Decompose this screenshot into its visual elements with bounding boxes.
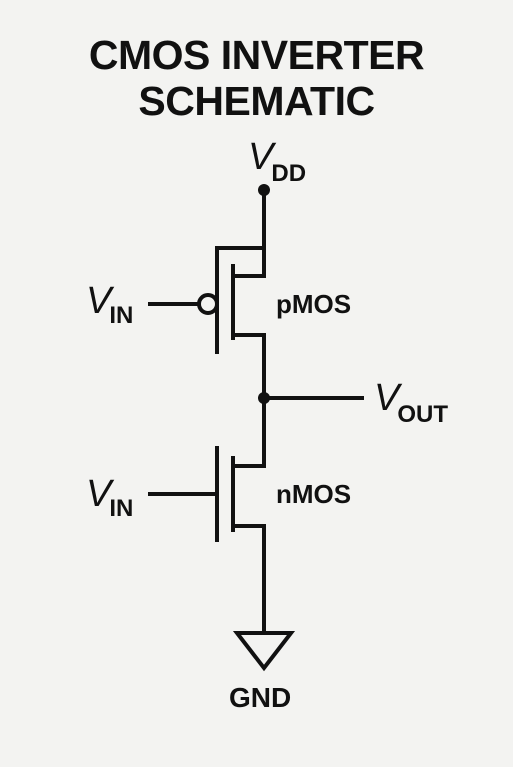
vin-top-label: VIN xyxy=(86,280,134,329)
vin-bottom-label: VIN xyxy=(86,473,134,522)
vdd-label: VDD xyxy=(248,136,307,187)
pmos-label: pMOS xyxy=(276,289,352,319)
gnd-label: GND xyxy=(229,682,292,713)
ground-symbol xyxy=(232,631,296,672)
vout-node-dot xyxy=(258,392,270,404)
vout-label: VOUT xyxy=(374,377,449,428)
nmos-label: nMOS xyxy=(276,479,352,509)
title-line-2: SCHEMATIC xyxy=(138,78,375,124)
title-line-1: CMOS INVERTER xyxy=(88,32,425,78)
pmos-gate-bubble xyxy=(197,293,219,315)
vdd-node-dot xyxy=(258,184,270,196)
